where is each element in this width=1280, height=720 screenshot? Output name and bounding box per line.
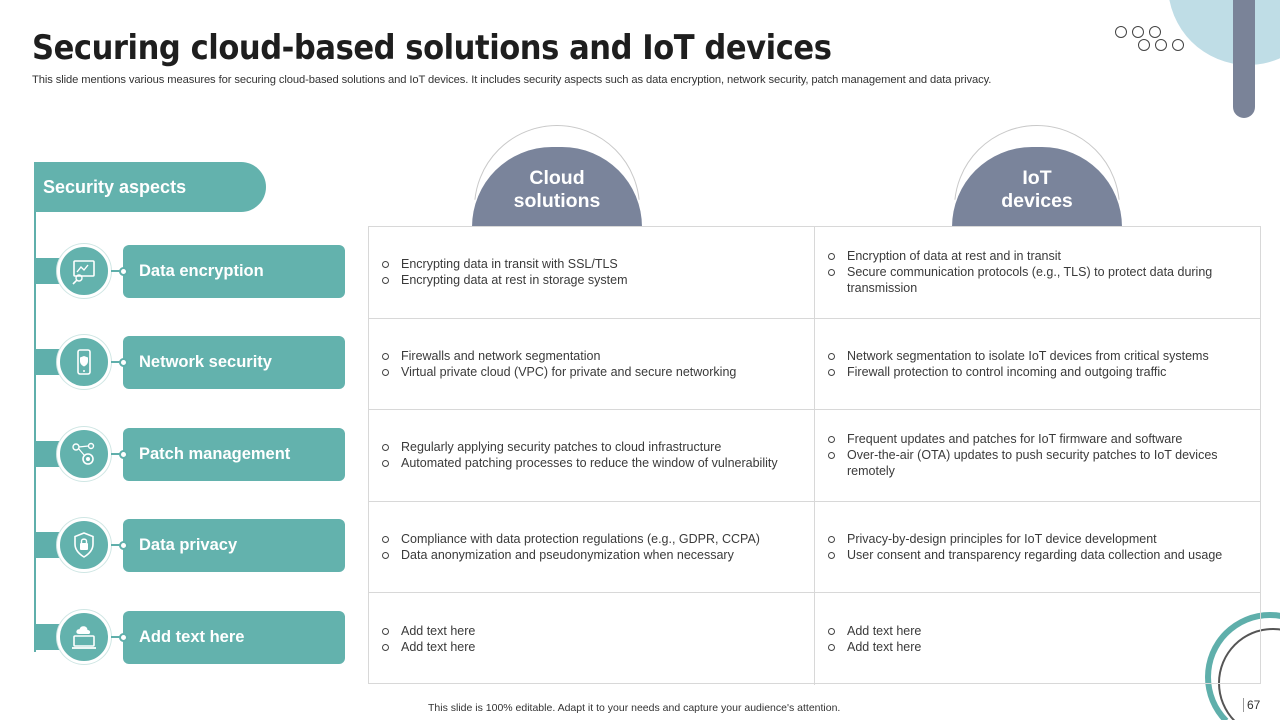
- mobile-shield-icon: [57, 335, 111, 389]
- decorative-dot: [1149, 26, 1161, 38]
- page-subtitle: This slide mentions various measures for…: [32, 74, 992, 86]
- cloud-cell: Compliance with data protection regulati…: [369, 501, 815, 593]
- row-stub: [34, 349, 60, 375]
- aspect-label: Add text here: [123, 611, 345, 664]
- bullet-list: Compliance with data protection regulati…: [381, 531, 760, 563]
- aspect-label: Data encryption: [123, 245, 345, 298]
- header-label-line1: IoT: [1022, 167, 1052, 189]
- decorative-dot: [1132, 26, 1144, 38]
- bullet-item: Encrypting data at rest in storage syste…: [381, 272, 628, 288]
- aspect-label: Network security: [123, 336, 345, 389]
- cloud-solutions-header: Cloud solutions: [472, 125, 642, 227]
- connector-dot: [119, 450, 128, 459]
- bullet-item: Regularly applying security patches to c…: [381, 439, 778, 455]
- bullet-item: Virtual private cloud (VPC) for private …: [381, 364, 736, 380]
- row-stub: [34, 624, 60, 650]
- bullet-item: Add text here: [827, 639, 921, 655]
- bullet-item: Encryption of data at rest and in transi…: [827, 248, 1246, 264]
- bullet-list: Encryption of data at rest and in transi…: [827, 248, 1246, 296]
- aspect-label: Patch management: [123, 428, 345, 481]
- bullet-item: Add text here: [827, 623, 921, 639]
- row-connector: [111, 270, 125, 272]
- iot-devices-header: IoT devices: [952, 125, 1122, 227]
- connector-dot: [119, 267, 128, 276]
- bullet-item: Over-the-air (OTA) updates to push secur…: [827, 447, 1246, 479]
- row-stub: [34, 532, 60, 558]
- iot-cell: Frequent updates and patches for IoT fir…: [815, 410, 1260, 502]
- decorative-dot: [1172, 39, 1184, 51]
- connector-dot: [119, 358, 128, 367]
- bullet-list: Regularly applying security patches to c…: [381, 439, 778, 471]
- bullet-item: Automated patching processes to reduce t…: [381, 455, 778, 471]
- header-label-line1: Cloud: [529, 167, 585, 189]
- bullet-item: Privacy-by-design principles for IoT dev…: [827, 531, 1222, 547]
- connector-dot: [119, 541, 128, 550]
- row-stub: [34, 258, 60, 284]
- decorative-dot: [1155, 39, 1167, 51]
- page-title: Securing cloud-based solutions and IoT d…: [32, 28, 832, 68]
- bullet-item: Network segmentation to isolate IoT devi…: [827, 348, 1209, 364]
- bullet-item: Data anonymization and pseudonymization …: [381, 547, 760, 563]
- cloud-cell: Regularly applying security patches to c…: [369, 410, 815, 502]
- bullet-list: Privacy-by-design principles for IoT dev…: [827, 531, 1222, 563]
- bullet-item: Compliance with data protection regulati…: [381, 531, 760, 547]
- aspect-label: Data privacy: [123, 519, 345, 572]
- bullet-item: Add text here: [381, 623, 475, 639]
- data-encryption-icon: [57, 244, 111, 298]
- bullet-item: Secure communication protocols (e.g., TL…: [827, 264, 1246, 296]
- bullet-item: User consent and transparency regarding …: [827, 547, 1222, 563]
- row-connector: [111, 544, 125, 546]
- decorative-circle: [1168, 0, 1280, 65]
- bullet-item: Frequent updates and patches for IoT fir…: [827, 431, 1246, 447]
- lock-icon: [57, 518, 111, 572]
- row-connector: [111, 453, 125, 455]
- decorative-bar: [1233, 0, 1255, 118]
- decorative-dot: [1138, 39, 1150, 51]
- bullet-item: Encrypting data in transit with SSL/TLS: [381, 256, 628, 272]
- bullet-item: Firewall protection to control incoming …: [827, 364, 1209, 380]
- decorative-dot: [1115, 26, 1127, 38]
- connector-dot: [119, 633, 128, 642]
- iot-cell: Network segmentation to isolate IoT devi…: [815, 319, 1260, 410]
- iot-cell: Encryption of data at rest and in transi…: [815, 227, 1260, 319]
- iot-cell: Privacy-by-design principles for IoT dev…: [815, 502, 1260, 593]
- bullet-item: Add text here: [381, 639, 475, 655]
- timeline-line: [34, 190, 36, 652]
- footer-note: This slide is 100% editable. Adapt it to…: [428, 702, 841, 714]
- bullet-item: Firewalls and network segmentation: [381, 348, 736, 364]
- security-aspects-header: Security aspects: [34, 162, 266, 212]
- header-label-line2: devices: [1001, 190, 1073, 212]
- cloud-laptop-icon: [57, 610, 111, 664]
- row-connector: [111, 361, 125, 363]
- header-label-line2: solutions: [513, 190, 601, 212]
- row-stub: [34, 441, 60, 467]
- row-connector: [111, 636, 125, 638]
- bullet-list: Frequent updates and patches for IoT fir…: [827, 431, 1246, 479]
- page-number: 67: [1243, 698, 1264, 712]
- bullet-list: Network segmentation to isolate IoT devi…: [827, 348, 1209, 380]
- network-gear-icon: [57, 427, 111, 481]
